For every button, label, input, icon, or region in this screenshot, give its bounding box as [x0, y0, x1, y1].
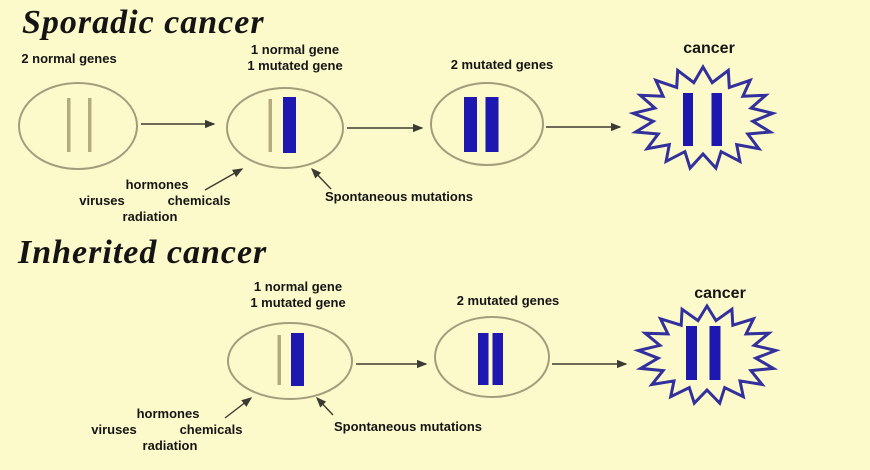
- mutated-gene-bar: [711, 93, 722, 146]
- normal-gene-bar: [88, 98, 92, 152]
- sporadic-cancer-label: cancer: [683, 40, 735, 57]
- sporadic-cell1-label: 2 normal genes: [21, 51, 117, 66]
- mutated-gene-bar: [492, 333, 503, 385]
- sporadic-cell2-label: 1 normal gene 1 mutated gene: [247, 42, 342, 74]
- normal-gene-bar: [268, 99, 272, 152]
- inherited-mutagen-chemicals: chemicals: [179, 422, 243, 437]
- sporadic-mutagen-hormones: hormones: [125, 177, 189, 192]
- inherited-cell2-label: 2 mutated genes: [456, 293, 560, 308]
- cell2-label-line2: 1 mutated gene: [247, 58, 343, 73]
- inherited-cell-two-mutated: [434, 316, 550, 398]
- arrow-spontaneous-to-cell: [311, 167, 332, 190]
- mutated-gene-bar: [709, 326, 721, 380]
- inherited-cancer-starburst: [633, 303, 781, 407]
- sporadic-spontaneous-label: Spontaneous mutations: [324, 189, 474, 204]
- arrow-mutagens-to-icell: [224, 397, 253, 419]
- sporadic-section-title: Sporadic cancer: [22, 4, 265, 41]
- arrow-spontaneous-to-icell: [316, 396, 334, 416]
- icell1-label-line1: 1 normal gene: [253, 279, 343, 294]
- inherited-mutagen-hormones: hormones: [136, 406, 200, 421]
- inherited-mutagen-radiation: radiation: [142, 438, 198, 453]
- sporadic-cell-two-mutated: [430, 82, 544, 166]
- inherited-cell1-label: 1 normal gene 1 mutated gene: [250, 279, 345, 311]
- normal-gene-bar: [277, 335, 281, 385]
- inherited-mutagen-viruses: viruses: [91, 422, 137, 437]
- cell2-label-line1: 1 normal gene: [250, 42, 340, 57]
- mutated-gene-bar: [283, 97, 296, 153]
- normal-gene-bar: [67, 98, 71, 152]
- sporadic-mutagen-viruses: viruses: [79, 193, 125, 208]
- inherited-cell-one-mutated: [227, 322, 353, 400]
- mutated-gene-bar: [485, 97, 499, 152]
- mutated-gene-bar: [683, 93, 693, 146]
- mutated-gene-bar: [464, 97, 477, 152]
- mutated-gene-bar: [686, 326, 697, 380]
- sporadic-cancer-starburst: [628, 64, 778, 172]
- arrow-mutagens-to-cell: [204, 168, 244, 191]
- mutated-gene-bar: [291, 333, 304, 386]
- sporadic-cell3-label: 2 mutated genes: [450, 57, 554, 72]
- sporadic-mutagen-chemicals: chemicals: [167, 193, 231, 208]
- icell1-label-line2: 1 mutated gene: [250, 295, 346, 310]
- inherited-spontaneous-label: Spontaneous mutations: [333, 419, 483, 434]
- inherited-section-title: Inherited cancer: [18, 234, 268, 271]
- sporadic-cell-one-mutated: [226, 87, 344, 169]
- sporadic-cell-normal: [18, 82, 138, 170]
- mutated-gene-bar: [478, 333, 489, 385]
- inherited-cancer-label: cancer: [694, 285, 746, 302]
- sporadic-mutagen-radiation: radiation: [122, 209, 178, 224]
